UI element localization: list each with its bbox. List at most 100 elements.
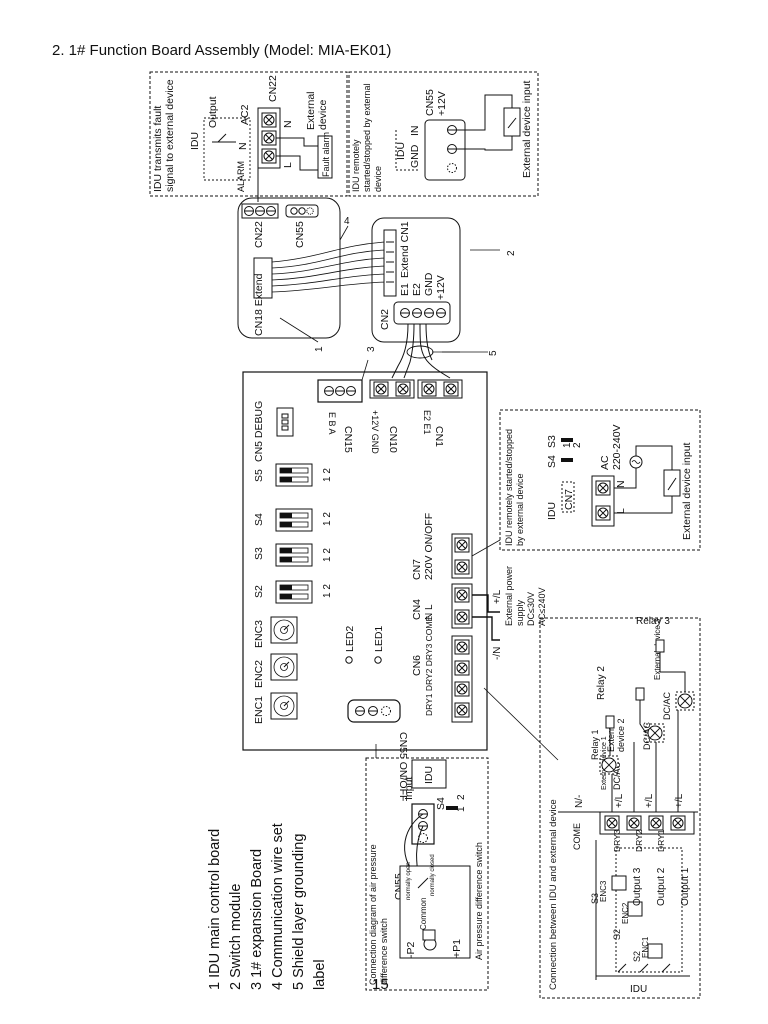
- pressure-p2: -P2: [405, 942, 417, 959]
- power-line1: External power: [504, 566, 514, 626]
- legend-item-1: 1 IDU main control board: [207, 828, 223, 990]
- remote-top-in: IN: [409, 126, 421, 137]
- relay-connection-box: Connection between IDU and external devi…: [483, 616, 701, 999]
- callout-3: 3: [366, 346, 377, 352]
- remote-right-v: 220-240V: [611, 424, 623, 470]
- pressure-p1: +P1: [451, 939, 463, 958]
- remote-top-ext-input: External device input: [521, 80, 533, 178]
- relay2-label: Relay 2: [596, 666, 607, 700]
- l-plus-label-1: +/L: [614, 793, 625, 808]
- dry2-label: DRY2: [634, 829, 644, 852]
- remote-start-box-right: IDU remotely started/stopped by external…: [471, 409, 701, 557]
- main-cn22-label: CN22: [253, 221, 265, 248]
- remote-start-box-top: IDU remotely started/stopped by external…: [348, 71, 539, 197]
- pressure-title1: Connection diagram of air pressure: [368, 844, 378, 985]
- l-plus-label-3: +/L: [674, 793, 685, 808]
- legend-item-6: label: [312, 959, 328, 990]
- switch-module: E1 Extend CN1 E2 GND +12V CN2 2: [371, 217, 517, 343]
- relay-idu-label: IDU: [630, 984, 647, 995]
- led2-label: LED2: [344, 626, 356, 652]
- cn6-label: CN6: [411, 655, 423, 676]
- pressure-1: 1: [456, 806, 467, 812]
- s2-label: S2: [253, 585, 265, 598]
- s5-label: S5: [253, 469, 265, 482]
- dcac-2: DC/AC: [642, 721, 652, 750]
- ext-device2a-label: External: [606, 719, 616, 752]
- pressure-caption: Air pressure difference switch: [474, 842, 484, 960]
- s2-dip: 1 2: [322, 584, 333, 598]
- pressure-s4: S4: [435, 797, 447, 810]
- cn10-pins: +12V GND: [370, 410, 380, 454]
- fault-alarm-label: Fault alarm: [321, 132, 331, 177]
- pressure-2: 2: [456, 794, 467, 800]
- page-title: 2. 1# Function Board Assembly (Model: MI…: [52, 42, 392, 59]
- dcac-3: DC/AC: [662, 691, 672, 720]
- cn1-pins: E2 E1: [422, 410, 432, 435]
- page-number: 15: [372, 976, 389, 993]
- remote-right-1: 1: [562, 442, 573, 448]
- relay1-label: Relay 1: [590, 729, 600, 760]
- sm-e2: E2: [411, 283, 423, 296]
- remote-right-cn7: CN7: [563, 489, 575, 510]
- power-minus-n: -/N: [492, 647, 503, 660]
- s2-rb-label: S2: [612, 929, 622, 940]
- relay-title: Connection between IDU and external devi…: [548, 799, 559, 990]
- remote-right-line2: by external device: [515, 473, 525, 546]
- alarm-output-box: IDU transmits fault signal to external d…: [149, 71, 348, 202]
- remote-top-line1: IDU remotely: [351, 139, 361, 192]
- callout-4: 4: [344, 216, 350, 227]
- s4-label: S4: [253, 513, 265, 526]
- pressure-switch-box: Connection diagram of air pressure diffe…: [365, 744, 489, 991]
- sm-12v: +12V: [435, 275, 447, 300]
- dry3-label: DRY3: [612, 829, 622, 852]
- remote-top-12v: +12V: [436, 91, 448, 116]
- alarm-ac2-label: AC2: [239, 104, 251, 125]
- relay3-label: Relay 3: [636, 616, 670, 627]
- cn4-pins: N L: [424, 604, 435, 620]
- enc1-rb-label: ENC1: [641, 936, 650, 958]
- alarm-external-label: External: [305, 91, 317, 130]
- power-plus-l: +/L: [492, 589, 503, 604]
- remote-top-line3: device: [373, 166, 383, 192]
- alarm-l-label: L: [282, 162, 294, 168]
- alarm-idu-label: IDU: [189, 132, 201, 150]
- remote-right-ac: AC: [599, 455, 611, 470]
- alarm-n-small: N: [237, 142, 249, 150]
- s3-dip: 1 2: [322, 548, 333, 562]
- external-power-note: +/L -/N External power supply DC≤30V AC≤…: [472, 566, 547, 660]
- alarm-box-title: IDU transmits fault: [152, 106, 164, 192]
- cn15-label: CN15: [342, 426, 354, 453]
- remote-right-l: L: [615, 508, 627, 514]
- come-label: COME: [572, 823, 582, 850]
- main-cn55-label: CN55: [294, 221, 306, 248]
- enc2-rb-label: ENC2: [621, 902, 630, 924]
- s4-dip: 1 2: [322, 512, 333, 526]
- remote-right-line1: IDU remotely started/stopped: [504, 429, 514, 546]
- s5-dip: 1 2: [322, 468, 333, 482]
- remote-right-ext-input: External device input: [681, 442, 693, 540]
- dcac-1: DC/AC: [612, 761, 622, 790]
- cn7-sublabel: 220V ON/OFF: [423, 513, 435, 580]
- callout-1: 1: [314, 346, 325, 352]
- sm-extend: Extend CN1: [399, 221, 411, 278]
- expansion-board: E B A CN15 +12V GND CN10 E2 E1 CN1 CN5 D…: [242, 371, 488, 801]
- pressure-common: Common: [419, 898, 428, 930]
- legend-item-5: 5 Shield layer grounding: [291, 833, 307, 990]
- main-cn18-label: CN18 Extend: [253, 273, 265, 336]
- remote-top-line2: started/stopped by external: [362, 83, 372, 192]
- power-line4: AC≤240V: [537, 588, 547, 626]
- cn4-label: CN4: [411, 599, 423, 620]
- l-plus-label-2: +/L: [644, 793, 655, 808]
- s3-rb-label: S3: [590, 893, 600, 904]
- remote-right-n: N: [615, 480, 627, 488]
- pressure-no: normally open: [406, 862, 412, 900]
- led1-label: LED1: [373, 626, 385, 652]
- alarm-cn22-label: CN22: [267, 75, 279, 102]
- idu-main-board: CN22 CN55 CN18 Extend: [237, 197, 341, 339]
- cn55-onoff-label: CN55 ON/OFF: [397, 732, 409, 801]
- remote-right-idu: IDU: [546, 502, 558, 520]
- output1-label: Output 1: [680, 867, 691, 906]
- communication-wire-set: 4 1: [271, 216, 386, 352]
- enc1-label: ENC1: [253, 696, 265, 724]
- dry1-label: DRY1: [656, 829, 666, 852]
